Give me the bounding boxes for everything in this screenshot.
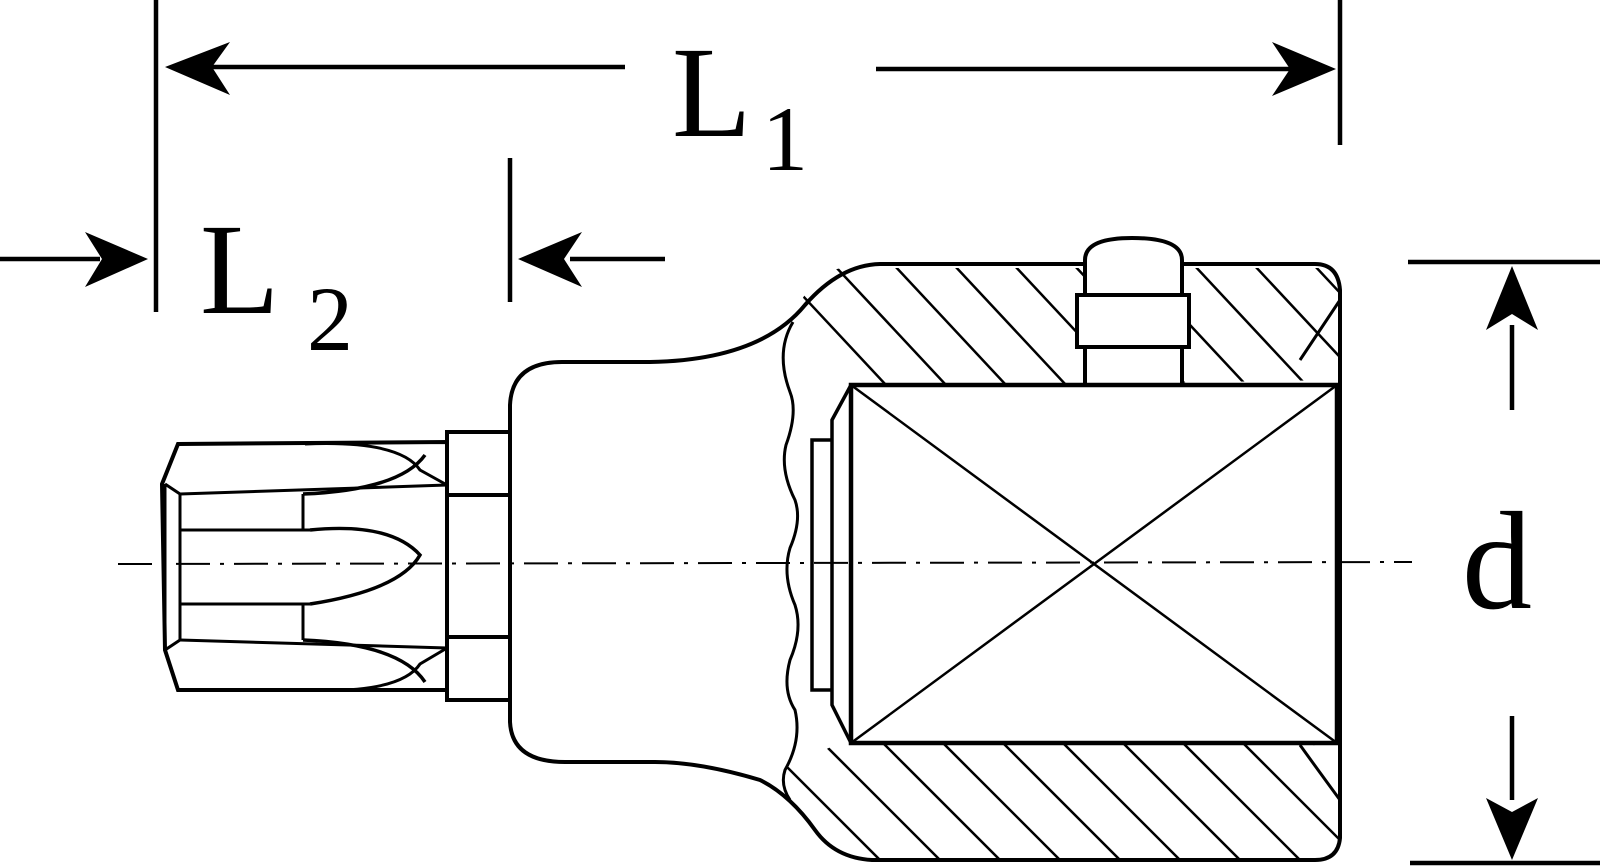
svg-text:L: L bbox=[672, 21, 751, 165]
spline-bit bbox=[159, 430, 512, 702]
dimension-l1 bbox=[153, 0, 1343, 312]
dimension-l2 bbox=[0, 158, 665, 302]
svg-text:1: 1 bbox=[762, 88, 808, 190]
label-d: d bbox=[1462, 484, 1532, 639]
label-l1: L 1 bbox=[672, 21, 808, 190]
square-drive-cavity bbox=[810, 382, 1340, 746]
label-l2: L 2 bbox=[200, 198, 353, 370]
svg-text:2: 2 bbox=[307, 268, 353, 370]
detent-pin bbox=[1075, 235, 1191, 385]
center-line bbox=[117, 561, 1413, 565]
svg-text:L: L bbox=[200, 198, 279, 342]
dimension-d bbox=[1408, 259, 1600, 866]
svg-text:d: d bbox=[1462, 484, 1532, 639]
